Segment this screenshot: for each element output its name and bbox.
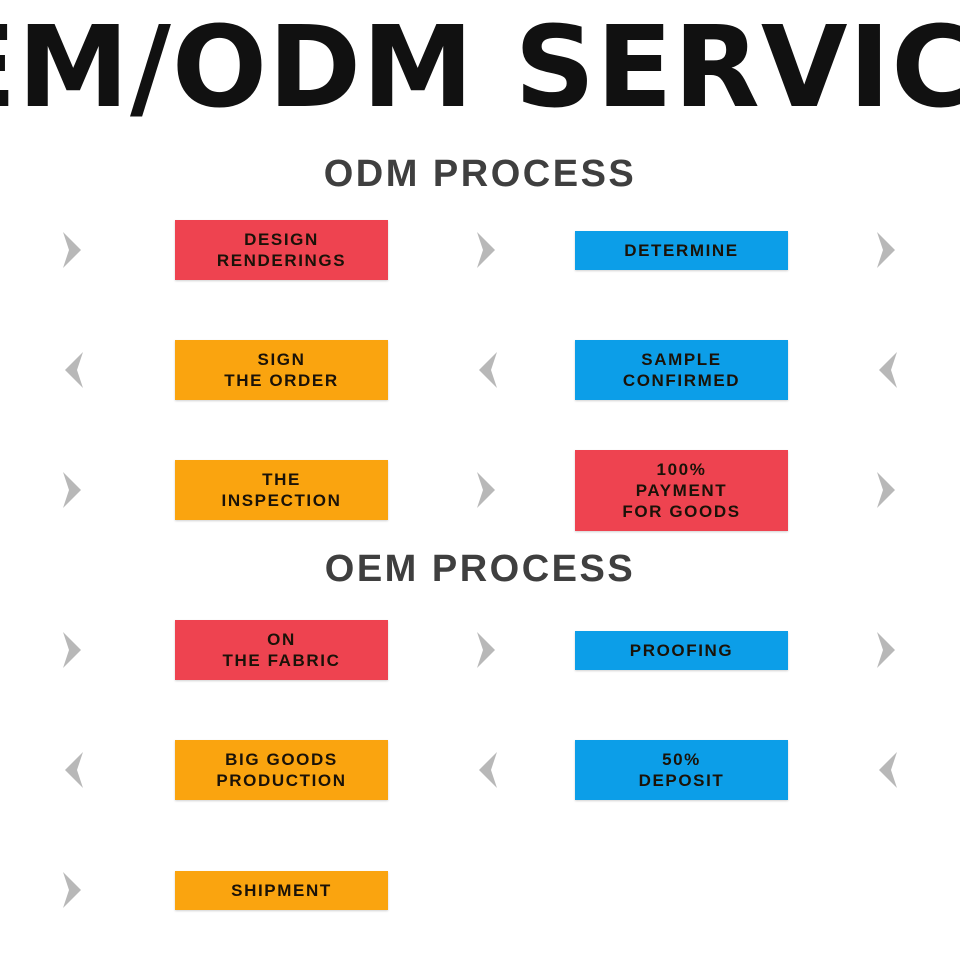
process-row: ON THE FABRIC PROOFING [0,590,960,710]
process-step-cell: 50% DEPOSIT [575,710,788,830]
arrow-cell-mid [452,590,522,710]
process-step-label-line: DESIGN [244,230,319,249]
process-step-label-line: BIG GOODS [225,750,338,769]
arrow-cell-trail [852,430,922,550]
process-step-label-line: PRODUCTION [216,771,347,790]
process-step-cell: SIGN THE ORDER [175,310,388,430]
process-step-box[interactable]: 50% DEPOSIT [575,740,788,800]
arrow-cell-lead [38,310,108,430]
arrow-cell-mid [452,430,522,550]
process-row: BIG GOODS PRODUCTION 50% DEPOSIT [0,710,960,830]
chevron-left-icon [467,347,507,393]
process-step-label-line: CONFIRMED [622,371,741,390]
chevron-right-icon [467,467,507,513]
process-step-label-line: THE ORDER [224,371,339,390]
process-step-label-line: 50% [662,750,701,769]
arrow-cell-lead [38,590,108,710]
process-step-label-line: RENDERINGS [216,251,347,270]
banner-title-strip: EM/ODM SERVIC [0,0,960,145]
section-heading-oem: OEM PROCESS [324,548,636,590]
chevron-left-icon [867,347,907,393]
process-step-box[interactable]: DETERMINE [575,230,788,270]
chevron-left-icon [53,747,93,793]
process-step-label-line: 100% [656,459,707,479]
chevron-left-icon [867,747,907,793]
process-step-label-line: PAYMENT [635,480,728,500]
chevron-right-icon [467,627,507,673]
process-step-box[interactable]: SHIPMENT [175,870,388,910]
process-step-label-line: SHIPMENT [231,880,332,900]
arrow-cell-mid [452,190,522,310]
chevron-right-icon [53,227,93,273]
arrow-cell-lead [38,710,108,830]
chevron-right-icon [53,867,93,913]
process-step-cell: PROOFING [575,590,788,710]
process-step-label-line: SAMPLE [641,350,722,369]
section-heading-odm: ODM PROCESS [323,153,637,195]
process-step-cell: DETERMINE [575,190,788,310]
process-step-cell: THE INSPECTION [175,430,388,550]
process-step-box[interactable]: DESIGN RENDERINGS [175,220,388,280]
chevron-right-icon [467,227,507,273]
process-step-box[interactable]: PROOFING [575,630,788,670]
process-step-box[interactable]: SAMPLE CONFIRMED [575,340,788,400]
process-row: DESIGN RENDERINGS DETERMINE [0,190,960,310]
process-step-label-line: INSPECTION [221,491,342,510]
process-step-box[interactable]: SIGN THE ORDER [175,340,388,400]
process-step-label-line: DEPOSIT [638,771,725,790]
arrow-cell-lead [38,430,108,550]
arrow-cell-mid [452,310,522,430]
chevron-right-icon [867,627,907,673]
process-row: SHIPMENT [0,830,960,950]
process-step-cell: BIG GOODS PRODUCTION [175,710,388,830]
chevron-right-icon [867,227,907,273]
arrow-cell-trail [852,310,922,430]
arrow-cell-trail [852,710,922,830]
chevron-left-icon [53,347,93,393]
process-step-cell: SHIPMENT [175,830,388,950]
process-step-label-line: ON [267,630,296,649]
process-step-cell: DESIGN RENDERINGS [175,190,388,310]
chevron-right-icon [53,467,93,513]
process-step-label-line: SIGN [257,350,306,369]
arrow-cell-lead [38,190,108,310]
page-title: EM/ODM SERVIC [0,3,960,133]
chevron-right-icon [53,627,93,673]
process-step-cell: ON THE FABRIC [175,590,388,710]
arrow-cell-mid [452,710,522,830]
process-step-label-line: THE [262,470,301,489]
process-step-label-line: PROOFING [629,640,734,660]
chevron-right-icon [867,467,907,513]
process-step-box[interactable]: BIG GOODS PRODUCTION [175,740,388,800]
process-step-cell: SAMPLE CONFIRMED [575,310,788,430]
chevron-left-icon [467,747,507,793]
process-step-label-line: DETERMINE [624,240,739,260]
process-step-label-line: THE FABRIC [222,651,341,670]
process-step-box[interactable]: ON THE FABRIC [175,620,388,680]
process-row: SIGN THE ORDER SAMPLE CONFIRMED [0,310,960,430]
arrow-cell-lead [38,830,108,950]
arrow-cell-trail [852,190,922,310]
process-step-label-line: FOR GOODS [622,501,741,521]
arrow-cell-trail [852,590,922,710]
process-step-box[interactable]: THE INSPECTION [175,460,388,520]
